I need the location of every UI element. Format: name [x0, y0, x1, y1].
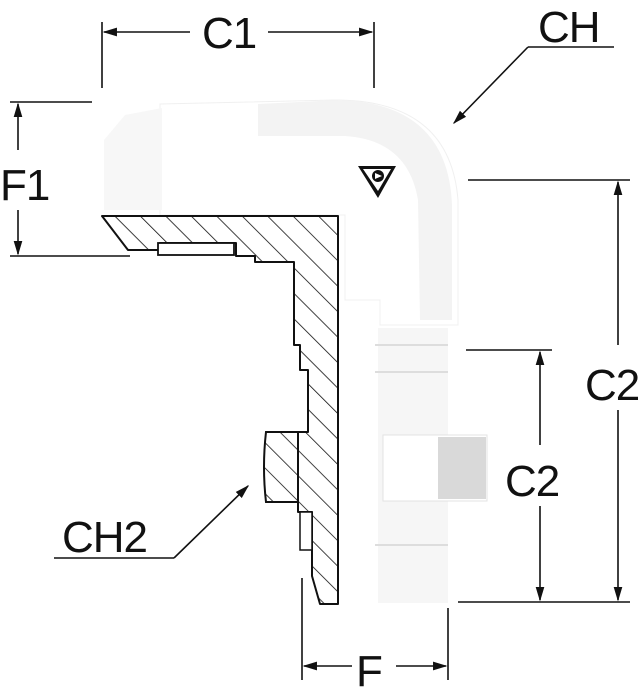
- section-step: [299, 511, 313, 551]
- label-ch: CH: [538, 3, 600, 52]
- elbow-outline: [159, 99, 459, 326]
- label-c2-inner: C2: [505, 457, 559, 506]
- ch-leader: [452, 46, 529, 125]
- dimensions: [10, 22, 630, 680]
- flare-end: [104, 108, 162, 210]
- dunlop-triangle-logo: [358, 166, 396, 198]
- nut-right-face: [438, 437, 486, 499]
- labels: C1 CH F1 C2 C2 CH2 F: [0, 3, 640, 691]
- cross-section: [101, 215, 339, 605]
- section-nut: [263, 431, 299, 503]
- label-c2-outer: C2: [585, 361, 639, 410]
- section-seat: [157, 242, 235, 256]
- label-f: F: [356, 647, 382, 691]
- ch2-leader: [173, 484, 250, 559]
- label-ch2: CH2: [62, 513, 147, 562]
- fitting-body: [104, 99, 488, 603]
- label-c1: C1: [202, 9, 256, 58]
- elbow-shade: [258, 100, 452, 320]
- label-f1: F1: [0, 161, 49, 210]
